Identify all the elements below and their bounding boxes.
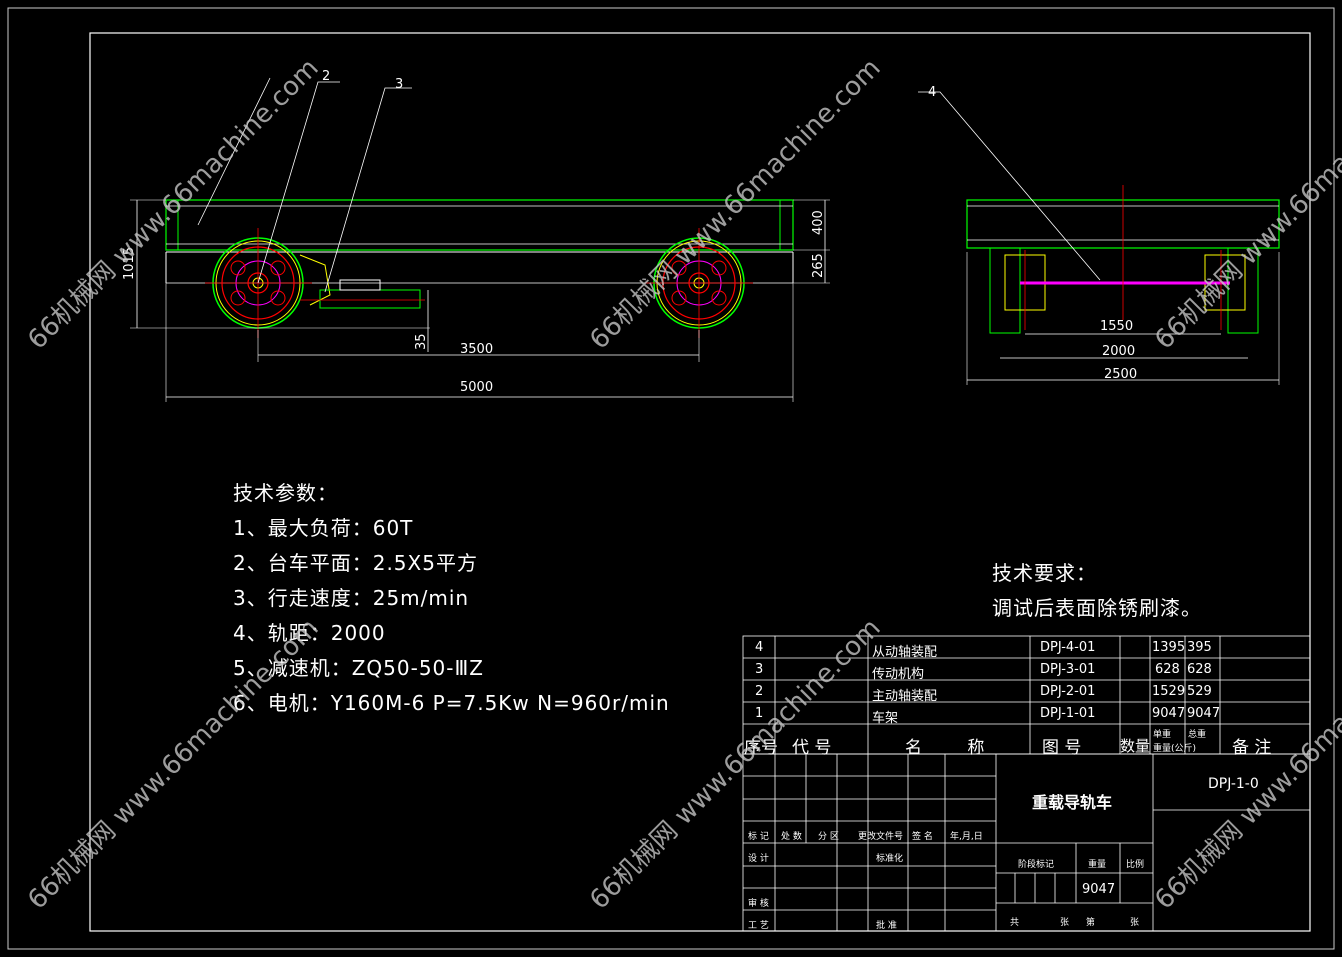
weight-value: 9047 <box>1082 882 1116 897</box>
bom-header-unit: 单重 <box>1153 730 1172 740</box>
label-weight: 重量 <box>1088 860 1107 870</box>
dim-wheelbase: 3500 <box>460 342 493 357</box>
dim-rail-offset: 35 <box>414 333 429 350</box>
bom-row-2-no: 2 <box>755 684 764 699</box>
dim-inner: 1550 <box>1100 319 1133 334</box>
sheet-outer-border <box>7 7 1335 950</box>
title-block-grid <box>742 753 1311 932</box>
label-sign: 签 名 <box>912 832 933 842</box>
leader-3 <box>324 87 412 293</box>
tech-param-6: 6、电机：Y160M-6 P=7.5Kw N=960r/min <box>233 691 670 715</box>
bom-row-4-total: 395 <box>1187 640 1212 655</box>
callout-2: 2 <box>322 69 330 84</box>
tech-req-title: 技术要求： <box>992 561 1097 585</box>
label-count: 处 数 <box>781 832 802 842</box>
drawing-code: DPJ-1-0 <box>1208 776 1259 792</box>
gearbox <box>299 254 425 309</box>
label-process: 工 艺 <box>748 921 769 931</box>
label-date: 年,月,日 <box>950 832 983 842</box>
dim-overall-length: 5000 <box>460 380 493 395</box>
bom-row-3-unit: 628 <box>1155 662 1180 677</box>
bom-row-1-drawing: DPJ-1-01 <box>1040 706 1096 721</box>
bom-row-2-total: 529 <box>1187 684 1212 699</box>
side-view: 2 3 1015 400 265 35 3500 5000 <box>122 69 830 402</box>
frame-body <box>165 199 794 251</box>
bom-header-remark: 备 注 <box>1232 738 1272 758</box>
bom-header-drawing: 图 号 <box>1042 738 1082 758</box>
leader-2 <box>257 81 340 284</box>
callout-3: 3 <box>395 77 403 92</box>
bom-row-3-no: 3 <box>755 662 764 677</box>
bom-row-1-total: 9047 <box>1187 706 1221 721</box>
tech-param-2: 2、台车平面：2.5X5平方 <box>233 551 478 575</box>
bom-row-4-drawing: DPJ-4-01 <box>1040 640 1096 655</box>
bom-header-no: 序号 <box>744 738 778 758</box>
bom-row-3-name: 传动机构 <box>872 667 925 682</box>
bom-header-weight-unit: 重量(公斤) <box>1153 744 1197 754</box>
tech-param-3: 3、行走速度：25m/min <box>233 586 470 610</box>
bom-header-name: 名 称 <box>905 738 1005 758</box>
bom-row-2-drawing: DPJ-2-01 <box>1040 684 1096 699</box>
bom-row-2-unit: 1529 <box>1152 684 1186 699</box>
bom-row-4-unit: 1395 <box>1152 640 1186 655</box>
bom-row-1-no: 1 <box>755 706 764 721</box>
tech-param-1: 1、最大负荷：60T <box>233 516 414 540</box>
label-mark: 标 记 <box>748 832 769 842</box>
label-sheet: 张 <box>1130 918 1140 928</box>
left-wheel <box>205 228 312 338</box>
bom-row-3-drawing: DPJ-3-01 <box>1040 662 1096 677</box>
dim-gauge: 2000 <box>1102 344 1135 359</box>
label-standard: 标准化 <box>876 854 904 864</box>
end-view: 4 1550 2000 2500 <box>918 85 1280 385</box>
callout-4: 4 <box>928 85 936 100</box>
tech-req-text: 调试后表面除锈刷漆。 <box>992 596 1202 620</box>
tech-param-4: 4、轨距：2000 <box>233 621 386 645</box>
label-total: 共 <box>1010 918 1020 928</box>
bom-row-1-name: 车架 <box>872 711 899 726</box>
label-design: 设 计 <box>748 854 769 864</box>
drawing-frame <box>89 32 1311 932</box>
label-sheet-of: 张 第 <box>1060 918 1095 928</box>
label-approve: 批 准 <box>876 921 897 931</box>
bom-row-2-name: 主动轴装配 <box>872 689 938 704</box>
drawing-title: 重载导轨车 <box>1032 793 1113 812</box>
tech-params-title: 技术参数： <box>233 481 338 505</box>
bom-row-3-total: 628 <box>1187 662 1212 677</box>
label-scale: 比例 <box>1126 860 1145 870</box>
bom-header-total: 总重 <box>1188 730 1207 740</box>
tech-param-5: 5、减速机：ZQ50-50-ⅢZ <box>233 656 484 680</box>
label-zone: 分 区 <box>818 832 839 842</box>
bom-row-1-unit: 9047 <box>1152 706 1186 721</box>
label-change-doc: 更改文件号 <box>858 832 904 842</box>
leader-4 <box>918 91 1101 281</box>
bom-header-code: 代 号 <box>792 738 832 758</box>
right-wheel <box>645 228 753 338</box>
label-stage-mark: 阶段标记 <box>1018 860 1055 870</box>
bom-row-4-no: 4 <box>755 640 764 655</box>
dim-lower-height: 265 <box>811 253 826 278</box>
label-review: 审 核 <box>748 899 769 909</box>
leader-1 <box>197 77 271 226</box>
bom-header-qty: 数量 <box>1120 737 1151 755</box>
dim-top-height: 400 <box>811 210 826 235</box>
bom-row-4-name: 从动轴装配 <box>872 645 938 660</box>
dim-overall-height: 1015 <box>122 247 137 280</box>
dim-overall-width: 2500 <box>1104 367 1137 382</box>
